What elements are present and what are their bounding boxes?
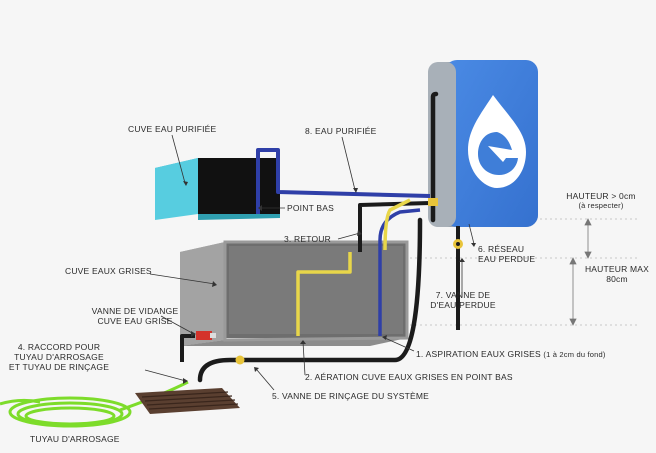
grey-water-tank: [180, 240, 409, 346]
leader-arrowheads: [183, 181, 476, 384]
leader-lines: [144, 134, 475, 391]
label-height-max-line1: HAUTEUR MAX: [584, 264, 650, 274]
valve-rinse: [235, 355, 245, 365]
label-grey-tank: CUVE EAUX GRISES: [65, 266, 152, 276]
label-hose-fitting-line1: 4. RACCORD POUR: [17, 342, 101, 352]
label-height-min: HAUTEUR > 0cm (à respecter): [556, 191, 646, 211]
label-drain-valve: VANNE DE VIDANGE CUVE EAU GRISE: [80, 306, 190, 326]
floor-grate: [135, 388, 240, 414]
label-hose-fitting-line3: ET TUYAU DE RINÇAGE: [8, 362, 110, 372]
garden-hose: [0, 380, 189, 428]
fitting-top: [428, 198, 438, 206]
height-arrows: [569, 218, 592, 326]
pipe-aeration: [296, 198, 411, 336]
label-aeration: 2. AÉRATION CUVE EAUX GRISES EN POINT BA…: [305, 372, 513, 382]
label-hose-fitting-line2: TUYAU D'ARROSAGE: [14, 352, 104, 362]
label-height-min-line2: (à respecter): [578, 201, 624, 210]
label-drain-valve-line1: VANNE DE VIDANGE: [91, 306, 179, 316]
label-garden-hose: TUYAU D'ARROSAGE: [30, 434, 120, 444]
label-hose-fitting: 4. RACCORD POUR TUYAU D'ARROSAGE ET TUYA…: [0, 342, 118, 372]
label-height-max: HAUTEUR MAX 80cm: [584, 264, 650, 284]
pipe-aspiration: [197, 91, 439, 383]
label-height-max-line2: 80cm: [606, 274, 628, 284]
label-purified-water: 8. EAU PURIFIÉE: [305, 126, 377, 136]
label-waste-network: 6. RÉSEAU EAU PERDUE: [478, 244, 535, 264]
water-drop-logo-icon: [468, 95, 526, 188]
label-waste-network-line2: EAU PERDUE: [478, 254, 536, 264]
label-low-point: POINT BAS: [287, 203, 334, 213]
label-aspiration: 1. ASPIRATION EAUX GRISES (1 à 2cm du fo…: [416, 349, 606, 360]
label-drain-valve-line2: CUVE EAU GRISE: [97, 316, 173, 326]
valve-waste-water: [453, 239, 463, 249]
label-waste-valve-line1: 7. VANNE DE: [435, 290, 491, 300]
purified-water-tank: [155, 158, 280, 220]
label-aspiration-text: 1. ASPIRATION EAUX GRISES: [416, 349, 541, 359]
pipe-purified-water: [256, 148, 431, 214]
pipe-return: [358, 201, 431, 252]
pipe-drain: [180, 334, 195, 362]
label-aspiration-note: (1 à 2cm du fond): [543, 350, 606, 359]
label-waste-network-line1: 6. RÉSEAU: [478, 244, 525, 254]
label-rinse-valve: 5. VANNE DE RINÇAGE DU SYSTÈME: [272, 391, 429, 401]
label-waste-valve: 7. VANNE DE D'EAU PERDUE: [428, 290, 498, 310]
label-waste-valve-line2: D'EAU PERDUE: [430, 300, 496, 310]
label-purified-tank: CUVE EAU PURIFIÉE: [128, 124, 217, 134]
label-height-min-line1: HAUTEUR > 0cm: [566, 191, 636, 201]
label-return: 3. RETOUR: [284, 234, 331, 244]
valve-drain: [196, 331, 216, 340]
